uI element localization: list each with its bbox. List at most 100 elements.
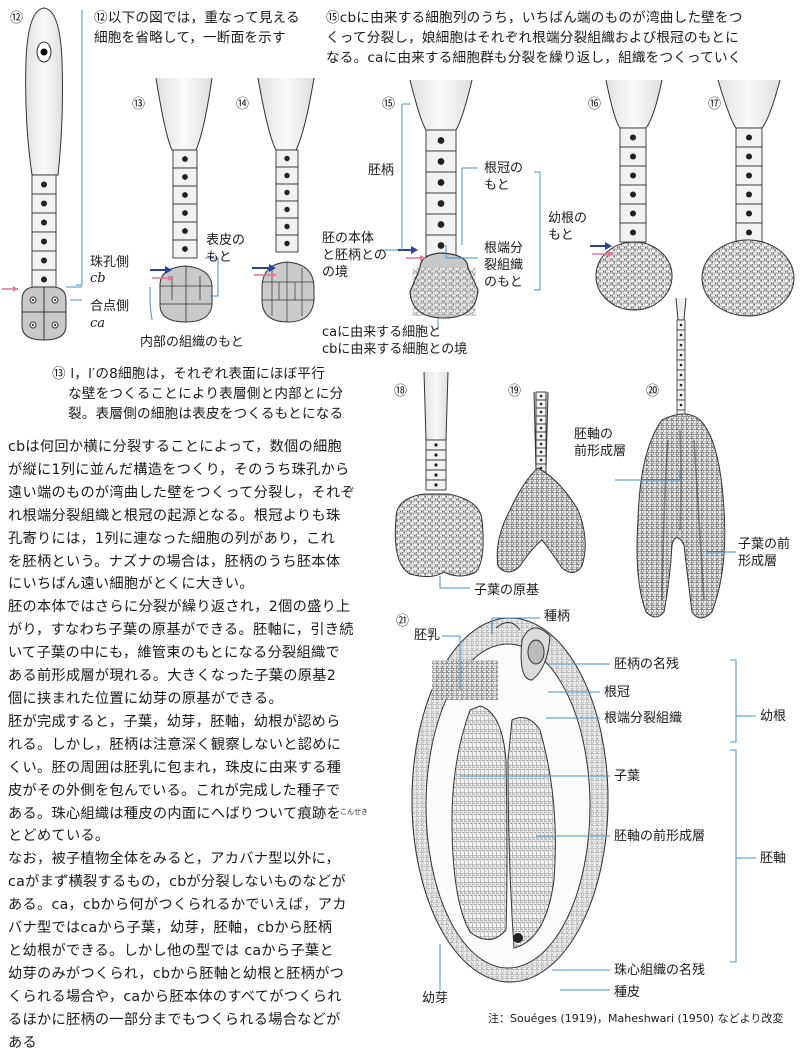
cell-nucleus [539, 402, 543, 406]
cell-nucleus [40, 219, 48, 226]
cell-nucleus [40, 257, 48, 264]
label-micropylar-side: 珠孔側 [90, 255, 130, 270]
body-text-line: くい。胚の周囲は胚乳に包まれ，珠皮に由来する種 [8, 759, 342, 776]
body-text-line: 胚の本体ではさらに分裂が繰り返され，2個の盛り上 [8, 599, 351, 616]
stage-21-drawing [411, 617, 756, 991]
label-radicle: 幼根 [760, 709, 787, 724]
label-ca: ca [90, 316, 106, 331]
cell-nucleus [182, 192, 188, 198]
body-text: cbは何回か横に分裂することによって，数個の細胞が縦に1列に並んだ構造をつくり，… [8, 436, 388, 1054]
caption-15-line: なる。caに由来する細胞群も分裂を繰り返し，組織をつくっていく [326, 50, 742, 66]
label-axis-procambium: 胚軸の 前形成層 [574, 427, 627, 459]
body-text-line: れ根端分裂組織と根冠の起源となる。根冠よりも珠 [8, 507, 341, 524]
body-text-line: cbは何回か横に分裂することによって，数個の細胞 [8, 439, 343, 455]
cell-nucleus [284, 189, 290, 196]
cell-nucleus [182, 156, 188, 162]
cell-nucleus [539, 442, 543, 446]
caption-12-line: 細胞を省略して，一断面を示す [94, 30, 286, 46]
stage-19-number: ⑲ [508, 384, 522, 399]
cell-nucleus [629, 172, 637, 179]
body-text-line: 個に挟まれた位置に幼芽の原基ができる。 [8, 690, 283, 707]
cell-nucleus [284, 223, 290, 230]
stage-15-drawing [380, 79, 541, 330]
stage-18-number: ⑱ [394, 384, 408, 399]
body-text-line: とどめている。 [8, 828, 110, 845]
label-radicle-origin: 幼根の もと [548, 211, 588, 243]
label-inner-tissue-origin: 内部の組織のもと [140, 335, 244, 350]
cell-nucleus [434, 443, 438, 447]
cell-nucleus [679, 323, 683, 327]
caption-13-line: 裂。表層側の細胞は表皮をつくるもとになる [68, 406, 344, 422]
label-seed-stalk: 種柄 [544, 609, 571, 624]
caption-12: ⑫以下の図では，重なって見える 細胞を省略して，一断面を示す [94, 8, 300, 48]
caption-15-line: ⑮cbに由来する細胞列のうち，いちばん端のものが湾曲した壁をつ [326, 10, 743, 26]
stage-14-number: ⑭ [236, 97, 250, 112]
caption-13-line: な壁をつくることにより表層側と内部とに分 [68, 386, 344, 402]
label-ca-cb-boundary: caに由来する細胞と cbに由来する細胞との境 [322, 325, 468, 357]
cell-nucleus [40, 181, 48, 188]
caption-15: ⑮cbに由来する細胞列のうち，いちばん端のものが湾曲した壁をつ くって分裂し，娘… [326, 8, 743, 68]
cell-nucleus [40, 276, 48, 283]
body-text-line: 胚が完成すると，子葉，幼芽，胚軸，幼根が認めら [8, 713, 341, 730]
label-root-meristem: 根端分裂組織 [604, 711, 683, 726]
body-text-line: と幼根ができる。しかし他の型では caから子葉と [8, 942, 334, 959]
label-epidermis-origin: 表皮の もと [206, 233, 246, 265]
label-suspensor-remnant: 胚柄の名残 [614, 657, 680, 672]
body-text-line: ある前形成層が現れる。大きくなった子葉の原基2 [8, 668, 337, 685]
cell-nucleus [182, 228, 188, 234]
caption-13-line: ⑬ l，l′の8細胞は，それぞれ表面にほぼ平行 [52, 366, 325, 382]
cell-nucleus [745, 134, 753, 141]
cell-nucleus [539, 426, 543, 430]
cell-nucleus [284, 240, 290, 247]
cell-nucleus [539, 434, 543, 438]
body-text-line: るほかに胚柄の一部分までもつくられる場合などが [8, 1011, 341, 1028]
label-cb: cb [90, 271, 106, 286]
cell-nucleus [182, 246, 188, 252]
caption-12-line: ⑫以下の図では，重なって見える [94, 10, 300, 26]
embryo-drawings [2, 7, 795, 991]
cell-nucleus [437, 179, 445, 186]
stage-20-number: ⑳ [646, 384, 660, 399]
cell-nucleus [539, 410, 543, 414]
stage-12-drawing [2, 7, 83, 341]
stage-17-drawing [701, 79, 795, 317]
stage-16-drawing [590, 79, 673, 311]
cell-nucleus [679, 373, 683, 377]
label-seed-coat: 種皮 [614, 985, 641, 1000]
caption-15-line: くって分裂し，娘細胞はそれぞれ根端分裂組織および根冠のもとに [326, 30, 739, 46]
stage-13-number: ⑬ [132, 97, 146, 112]
cell-nucleus [745, 229, 753, 236]
stage-13-drawing [149, 77, 219, 323]
cell-nucleus [539, 458, 543, 462]
body-text-line: くられる場合や，caから胚本体のすべてがつくられ [8, 988, 342, 1005]
cell-nucleus [629, 210, 637, 217]
cell-nucleus [679, 383, 683, 387]
cell-nucleus [745, 191, 753, 198]
label-hypocotyl: 胚軸 [760, 851, 787, 866]
body-text-line: がり，すなわち子葉の原基ができる。胚軸に，引き続 [8, 622, 354, 639]
cell-nucleus [539, 450, 543, 454]
stage-14-drawing [252, 77, 315, 323]
label-root-cap: 根冠 [604, 685, 631, 700]
cell-nucleus [437, 221, 445, 228]
body-text-line: なお，被子植物全体をみると，アカバナ型以外に， [8, 851, 340, 868]
cell-nucleus [434, 453, 438, 457]
stage-15-number: ⑮ [382, 97, 396, 112]
label-plumule: 幼芽 [422, 991, 449, 1006]
cell-nucleus [284, 155, 290, 162]
body-text-line: 幼芽のみがつくられ，cbから胚軸と幼根と胚柄がつ [8, 965, 345, 982]
body-text-line: いて子葉の中にも，維管束のもとになる分裂組織で [8, 645, 340, 662]
cell-nucleus [182, 210, 188, 216]
label-suspensor: 胚柄 [368, 163, 395, 178]
cell-nucleus [539, 466, 543, 470]
cell-nucleus [434, 483, 438, 487]
stage-17-number: ⑰ [708, 97, 722, 112]
cell-nucleus [679, 333, 683, 337]
label-embryo-body-boundary: 胚の本体 と胚柄との の境 [322, 231, 387, 280]
label-axis-procambium-seed: 胚軸の前形成層 [614, 829, 706, 844]
body-text-line: れる。しかし，胚柄は注意深く観察しないと認めに [8, 736, 342, 753]
cell-nucleus [284, 206, 290, 213]
cell-nucleus [284, 172, 290, 179]
cell-nucleus [40, 200, 48, 207]
body-text-line: にいちばん遠い細胞がとくに大きい。 [8, 576, 254, 593]
